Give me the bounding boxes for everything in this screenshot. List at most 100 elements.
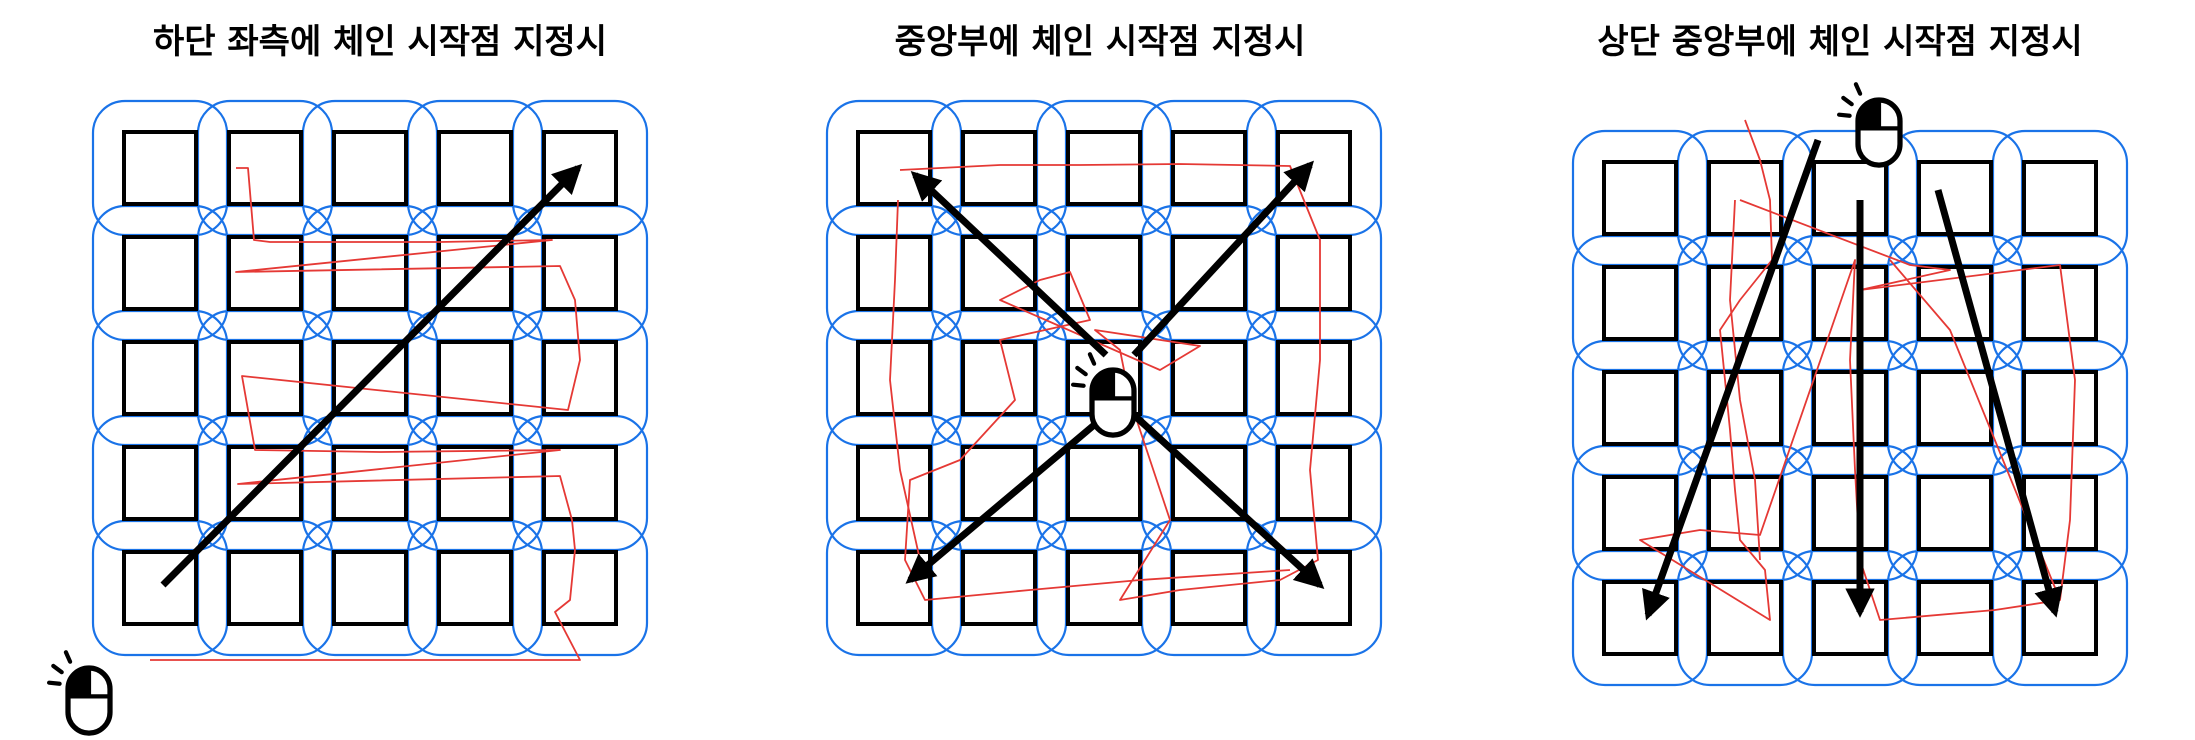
chain-path — [899, 163, 1321, 601]
grid-cell — [1066, 445, 1142, 521]
panel-title-center: 중앙부에 체인 시작점 지정시 — [894, 22, 1306, 62]
grid-cell — [1812, 160, 1888, 236]
grid-cell — [437, 235, 513, 311]
click-spark — [1075, 365, 1088, 377]
grid-cell — [122, 235, 198, 311]
grid-cell — [1917, 160, 1993, 236]
grid-cell — [437, 340, 513, 416]
grid-cell — [1812, 475, 1888, 551]
panel-center — [825, 99, 1383, 657]
chain-path — [889, 199, 921, 561]
grid-cell — [1812, 580, 1888, 656]
grid-cell — [1917, 265, 1993, 341]
click-spark — [51, 663, 64, 675]
propagation-arrow — [910, 170, 1109, 358]
grid-cell — [2022, 265, 2098, 341]
grid-cell — [1602, 160, 1678, 236]
grid-cell — [1917, 475, 1993, 551]
grid-cell — [1171, 445, 1247, 521]
panel-title-bottom-left: 하단 좌측에 체인 시작점 지정시 — [153, 22, 607, 62]
grid-cell — [2022, 160, 2098, 236]
grid-cell — [227, 235, 303, 311]
grid-cell — [1066, 130, 1142, 206]
mouse-click-icon — [1071, 352, 1137, 438]
grid-cell — [961, 445, 1037, 521]
grid-cell — [332, 130, 408, 206]
grid-cell — [1276, 340, 1352, 416]
grid-cell — [961, 130, 1037, 206]
grid-cell — [1917, 370, 1993, 446]
grid-cell — [542, 340, 618, 416]
grid-cell — [122, 130, 198, 206]
cell-layer — [1602, 160, 2098, 656]
grid-cell — [332, 235, 408, 311]
grid-cell — [1171, 235, 1247, 311]
grid-cell — [856, 550, 932, 626]
click-spark — [63, 650, 73, 664]
propagation-arrow — [1131, 412, 1325, 589]
grid-cell — [1707, 580, 1783, 656]
grid-cell — [1707, 370, 1783, 446]
grid-cell — [856, 130, 932, 206]
cell-layer — [856, 130, 1352, 626]
mouse-left-button — [1092, 370, 1113, 399]
panel-title-top-center: 상단 중앙부에 체인 시작점 지정시 — [1597, 22, 2083, 62]
grid-cell — [437, 130, 513, 206]
grid-cell — [1917, 580, 1993, 656]
mouse-click-icon — [1837, 82, 1903, 168]
grid-cell — [1707, 475, 1783, 551]
grid-cell — [1602, 370, 1678, 446]
propagation-arrow — [1934, 189, 2063, 618]
grid-cell — [856, 445, 932, 521]
propagation-arrow — [160, 163, 583, 588]
grid-cell — [542, 130, 618, 206]
propagation-arrow — [905, 412, 1109, 584]
grid-cell — [961, 340, 1037, 416]
click-spark — [1853, 82, 1863, 96]
grid-cell — [332, 340, 408, 416]
grid-cell — [437, 445, 513, 521]
grid-cell — [227, 340, 303, 416]
cell-layer — [122, 130, 618, 626]
grid-cell — [1602, 580, 1678, 656]
grid-cell — [542, 235, 618, 311]
chain-path — [150, 167, 581, 661]
grid-cell — [1812, 265, 1888, 341]
grid-cell — [2022, 370, 2098, 446]
grid-cell — [122, 340, 198, 416]
grid-cell — [961, 235, 1037, 311]
chain-path — [1729, 199, 1761, 561]
grid-cell — [227, 550, 303, 626]
mouse-click-icon — [47, 650, 113, 736]
grid-cell — [1812, 370, 1888, 446]
chain-path — [1739, 199, 2076, 601]
mouse-left-button — [68, 668, 89, 697]
grid-cell — [542, 550, 618, 626]
grid-cell — [122, 550, 198, 626]
mouse-left-button — [1858, 100, 1879, 129]
panel-bottom-left — [47, 99, 649, 736]
propagation-arrow — [1131, 160, 1314, 358]
click-spark — [47, 680, 62, 686]
click-spark — [1841, 95, 1854, 107]
grid-cell — [542, 445, 618, 521]
grid-cell — [1602, 265, 1678, 341]
grid-cell — [1171, 550, 1247, 626]
grid-cell — [1707, 160, 1783, 236]
panel-top-center — [1571, 82, 2129, 687]
grid-cell — [1171, 130, 1247, 206]
grid-cell — [1276, 235, 1352, 311]
click-spark — [1087, 352, 1097, 366]
grid-cell — [437, 550, 513, 626]
grid-cell — [1171, 340, 1247, 416]
grid-cell — [2022, 580, 2098, 656]
grid-cell — [332, 550, 408, 626]
grid-cell — [332, 445, 408, 521]
grid-cell — [1276, 130, 1352, 206]
grid-cell — [1066, 550, 1142, 626]
propagation-arrow — [1642, 138, 1822, 621]
click-spark — [1071, 382, 1086, 388]
grid-cell — [227, 130, 303, 206]
grid-cell — [122, 445, 198, 521]
